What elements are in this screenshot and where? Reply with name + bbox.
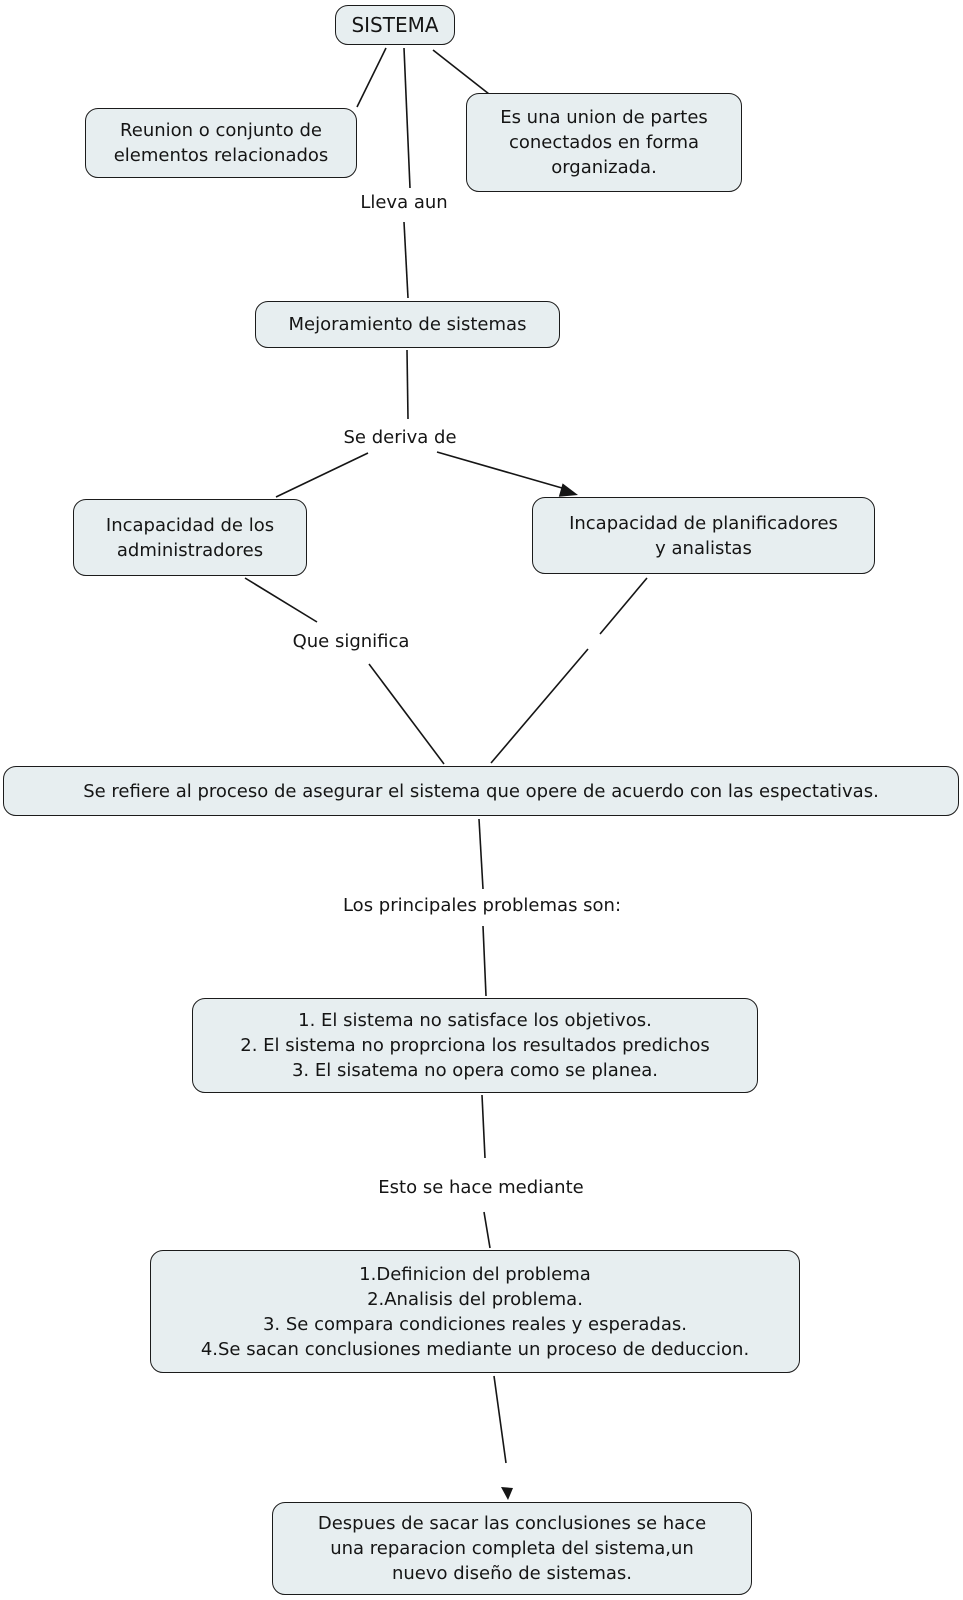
node-pasos-mediante[interactable]: 1.Definicion del problema 2.Analisis del…	[150, 1250, 800, 1373]
arrowhead-incap-plan	[558, 483, 578, 497]
node-incap-admin-label: Incapacidad de los administradores	[105, 514, 275, 561]
connector-incap-plan-asegurar-b	[490, 648, 589, 764]
connector-significa-asegurar	[368, 663, 445, 765]
node-despues-label: Despues de sacar las conclusiones se hac…	[317, 1513, 707, 1584]
link-label-se-deriva-de[interactable]: Se deriva de	[343, 427, 457, 448]
link-label-principales-problemas[interactable]: Los principales problemas son:	[342, 895, 622, 916]
connector-problemas-esto	[481, 1094, 486, 1159]
link-label-esto-se-hace-mediante[interactable]: Esto se hace mediante	[378, 1177, 584, 1198]
node-mediante-label: 1.Definicion del problema 2.Analisis del…	[200, 1263, 750, 1360]
connector-sistema-reunion	[356, 47, 387, 108]
connector-deriva-incap-plan	[436, 451, 563, 489]
connector-sistema-union	[432, 49, 490, 95]
connector-mediante-despues	[493, 1375, 507, 1464]
connector-incap-admin-significa	[244, 577, 318, 623]
connector-problemas-son-problemas	[482, 925, 487, 997]
link-label-que-significa[interactable]: Que significa	[292, 631, 410, 652]
node-union-label: Es una union de partes conectados en for…	[500, 107, 708, 178]
node-incap-plan-label: Incapacidad de planificadores y analista…	[569, 512, 838, 559]
node-principales-problemas[interactable]: 1. El sistema no satisface los objetivos…	[192, 998, 758, 1093]
node-sistema-label: SISTEMA	[351, 12, 439, 37]
node-reunion-conjunto[interactable]: Reunion o conjunto de elementos relacion…	[85, 108, 357, 178]
node-asegurar-label: Se refiere al proceso de asegurar el sis…	[83, 780, 879, 802]
connector-mejoramiento-deriva	[406, 349, 409, 420]
connector-sistema-lleva	[403, 47, 411, 189]
node-reunion-label: Reunion o conjunto de elementos relacion…	[113, 120, 329, 166]
node-sistema[interactable]: SISTEMA	[335, 5, 455, 45]
node-incapacidad-administradores[interactable]: Incapacidad de los administradores	[73, 499, 307, 576]
link-label-lleva-aun[interactable]: Lleva aun	[360, 192, 448, 213]
node-incapacidad-planificadores[interactable]: Incapacidad de planificadores y analista…	[532, 497, 875, 574]
connector-esto-mediante	[483, 1211, 491, 1249]
node-mejoramiento-de-sistemas[interactable]: Mejoramiento de sistemas	[255, 301, 560, 348]
connector-lleva-mejoramiento	[403, 221, 409, 299]
connector-incap-plan-asegurar-a	[599, 577, 648, 635]
node-proceso-asegurar[interactable]: Se refiere al proceso de asegurar el sis…	[3, 766, 959, 816]
arrowhead-despues	[501, 1487, 513, 1500]
node-union-de-partes[interactable]: Es una union de partes conectados en for…	[466, 93, 742, 192]
node-despues-conclusiones[interactable]: Despues de sacar las conclusiones se hac…	[272, 1502, 752, 1595]
node-problemas-label: 1. El sistema no satisface los objetivos…	[240, 1010, 710, 1081]
connector-deriva-incap-admin	[275, 452, 369, 498]
connector-asegurar-problemas-son	[478, 818, 484, 890]
node-mejoramiento-label: Mejoramiento de sistemas	[288, 314, 527, 335]
